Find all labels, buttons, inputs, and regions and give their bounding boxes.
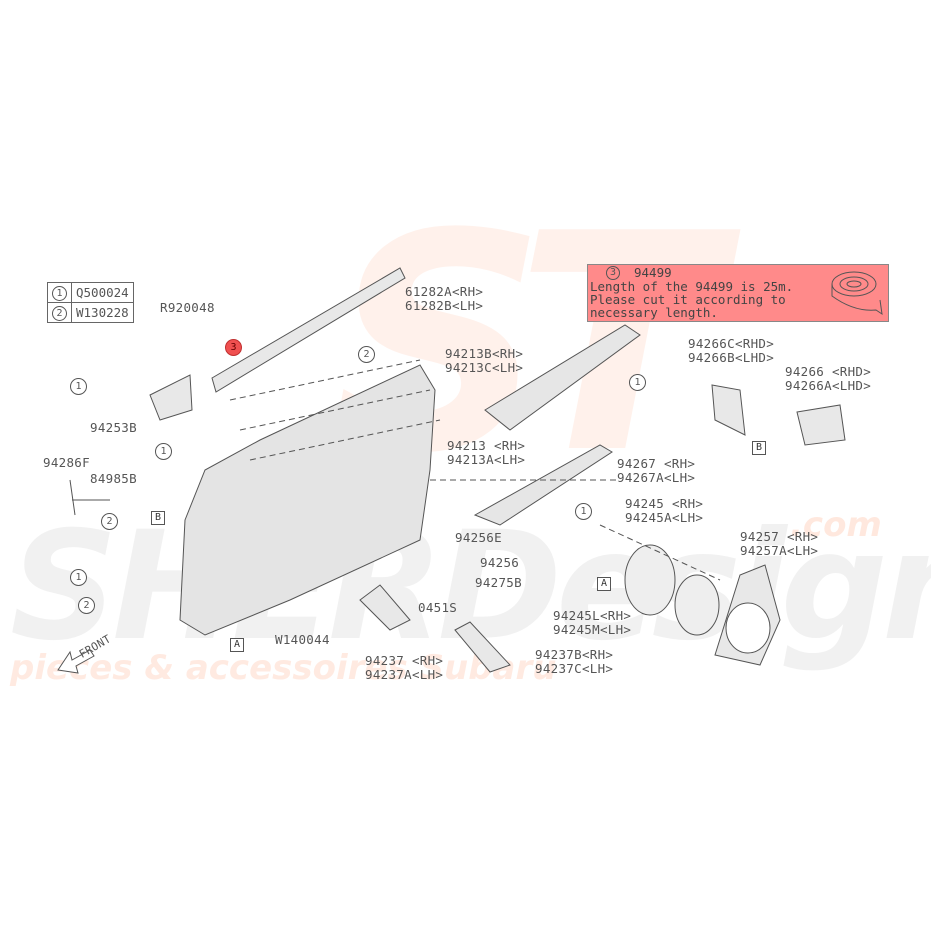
callout-2: 2	[358, 346, 375, 363]
note-line: necessary length.	[590, 305, 718, 320]
armrest-trim-part	[473, 444, 613, 526]
part-label: 94257 <RH>	[740, 529, 819, 544]
note-line: Please cut it according to	[590, 292, 786, 307]
handle-94253b	[149, 374, 193, 421]
speaker-ring	[624, 544, 676, 616]
part-label: 94237B<RH>	[535, 647, 614, 662]
callout-1: 1	[70, 378, 87, 395]
part-label: 84985B	[90, 471, 137, 486]
part-label: 94266C<RHD>	[688, 336, 775, 351]
part-label: 94253B	[90, 420, 137, 435]
part-label: 94266A<LHD>	[785, 378, 872, 393]
bezel-94266c	[711, 384, 746, 436]
callout-1: 1	[575, 503, 592, 520]
legend-row: 1 Q500024	[47, 282, 134, 303]
part-label: 94267 <RH>	[617, 456, 696, 471]
fastener-legend: 1 Q500024 2 W130228	[47, 282, 134, 323]
switch-94266	[796, 404, 846, 446]
part-label: 94256	[480, 555, 520, 570]
bracket-94237	[359, 584, 411, 631]
weatherstrip-part	[211, 267, 406, 393]
callout-2: 2	[52, 306, 67, 321]
part-label: 61282A<RH>	[405, 284, 484, 299]
part-label: 94213C<LH>	[445, 360, 524, 375]
tape-note: 3 94499 Length of the 94499 is 25m. Plea…	[587, 264, 889, 322]
front-arrow	[57, 649, 95, 674]
part-label: 0451S	[418, 600, 458, 615]
part-label: 94213A<LH>	[447, 452, 526, 467]
part-label: 94256E	[455, 530, 502, 545]
reference-b: B	[151, 511, 165, 525]
part-label: 94213B<RH>	[445, 346, 524, 361]
callout-1: 1	[155, 443, 172, 460]
reference-a: A	[597, 577, 611, 591]
callout-2: 2	[78, 597, 95, 614]
callout-1: 1	[629, 374, 646, 391]
part-label: 94237C<LH>	[535, 661, 614, 676]
callout-3: 3	[225, 339, 242, 356]
part-label: 94245L<RH>	[553, 608, 632, 623]
legend-part: W130228	[71, 302, 134, 323]
callout-3: 3	[606, 266, 620, 280]
part-label: W140044	[275, 632, 330, 647]
part-label: 94237 <RH>	[365, 653, 444, 668]
callout-1: 1	[70, 569, 87, 586]
part-label: 94237A<LH>	[365, 667, 444, 682]
callout-2: 2	[101, 513, 118, 530]
legend-row: 2 W130228	[47, 302, 134, 323]
watermark-tagline: pieces & accessoires Subaru	[10, 648, 557, 688]
door-trim-panel	[179, 364, 436, 636]
callout-1: 1	[52, 286, 67, 301]
part-label: 94245 <RH>	[625, 496, 704, 511]
part-label: 94286F	[43, 455, 90, 470]
reference-b: B	[752, 441, 766, 455]
watermark-domain: .com	[790, 505, 882, 545]
note-line: Length of the 94499 is 25m.	[590, 279, 794, 294]
part-label: 94275B	[475, 575, 522, 590]
part-label: 94245A<LH>	[625, 510, 704, 525]
bracket-94237b	[454, 621, 511, 673]
part-label: 94213 <RH>	[447, 438, 526, 453]
speaker-ring-2	[674, 574, 720, 636]
part-label: 61282B<LH>	[405, 298, 484, 313]
part-label: 94266B<LHD>	[688, 350, 775, 365]
part-label: 94245M<LH>	[553, 622, 632, 637]
upper-trim-part	[484, 324, 641, 431]
legend-part: Q500024	[71, 282, 134, 303]
part-label: R920048	[160, 300, 215, 315]
tape-roll-icon	[831, 271, 883, 316]
reference-a: A	[230, 638, 244, 652]
part-label: 94266 <RHD>	[785, 364, 872, 379]
part-label: 94267A<LH>	[617, 470, 696, 485]
note-part: 94499	[634, 265, 672, 280]
part-label: 94257A<LH>	[740, 543, 819, 558]
